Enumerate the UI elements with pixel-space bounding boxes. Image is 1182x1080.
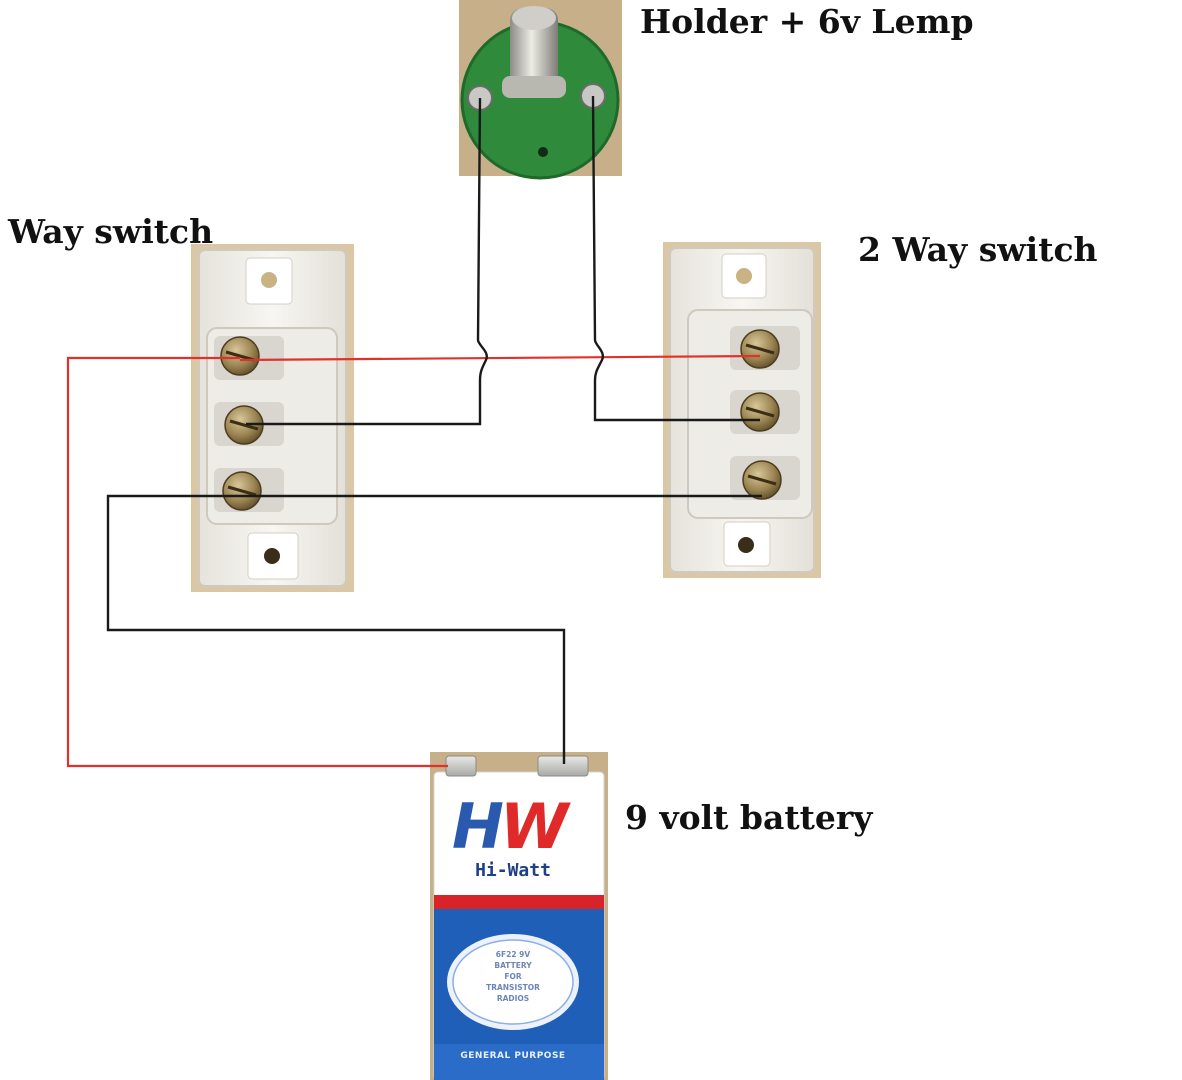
lamp-holder-icon bbox=[459, 0, 622, 180]
right-switch-icon bbox=[663, 242, 821, 578]
battery-bottom-text: GENERAL PURPOSE bbox=[460, 1051, 565, 1061]
wire-red-top bbox=[239, 354, 761, 362]
wire-black-battery bbox=[106, 494, 566, 764]
battery-oval-line3: FOR bbox=[504, 972, 521, 981]
wire-black-lamp-left bbox=[246, 97, 488, 426]
wire-black-lamp-right bbox=[591, 95, 760, 422]
label-battery: 9 volt battery bbox=[625, 798, 873, 837]
wire-red-battery bbox=[66, 356, 448, 768]
label-lamp: Holder + 6v Lemp bbox=[640, 2, 974, 41]
battery-oval-line5: RADIOS bbox=[497, 994, 529, 1003]
battery-oval-line2: BATTERY bbox=[494, 961, 532, 970]
battery-brand-name: Hi-Watt bbox=[475, 860, 551, 881]
battery-brand-logo-w: W bbox=[500, 790, 571, 863]
left-switch-icon bbox=[191, 244, 354, 592]
screw-terminal-icon bbox=[220, 329, 782, 511]
battery-oval-line1: 6F22 9V bbox=[496, 950, 531, 959]
battery-brand-logo-h: H bbox=[452, 790, 504, 863]
battery-oval-line4: TRANSISTOR bbox=[486, 983, 540, 992]
battery-oval-text: 6F22 9V BATTERY FOR TRANSISTOR RADIOS bbox=[486, 950, 540, 1003]
battery-icon bbox=[430, 752, 608, 1080]
label-left-switch: Way switch bbox=[8, 212, 214, 251]
label-right-switch: 2 Way switch bbox=[858, 230, 1098, 269]
battery-brand-logo: H W bbox=[452, 790, 571, 863]
